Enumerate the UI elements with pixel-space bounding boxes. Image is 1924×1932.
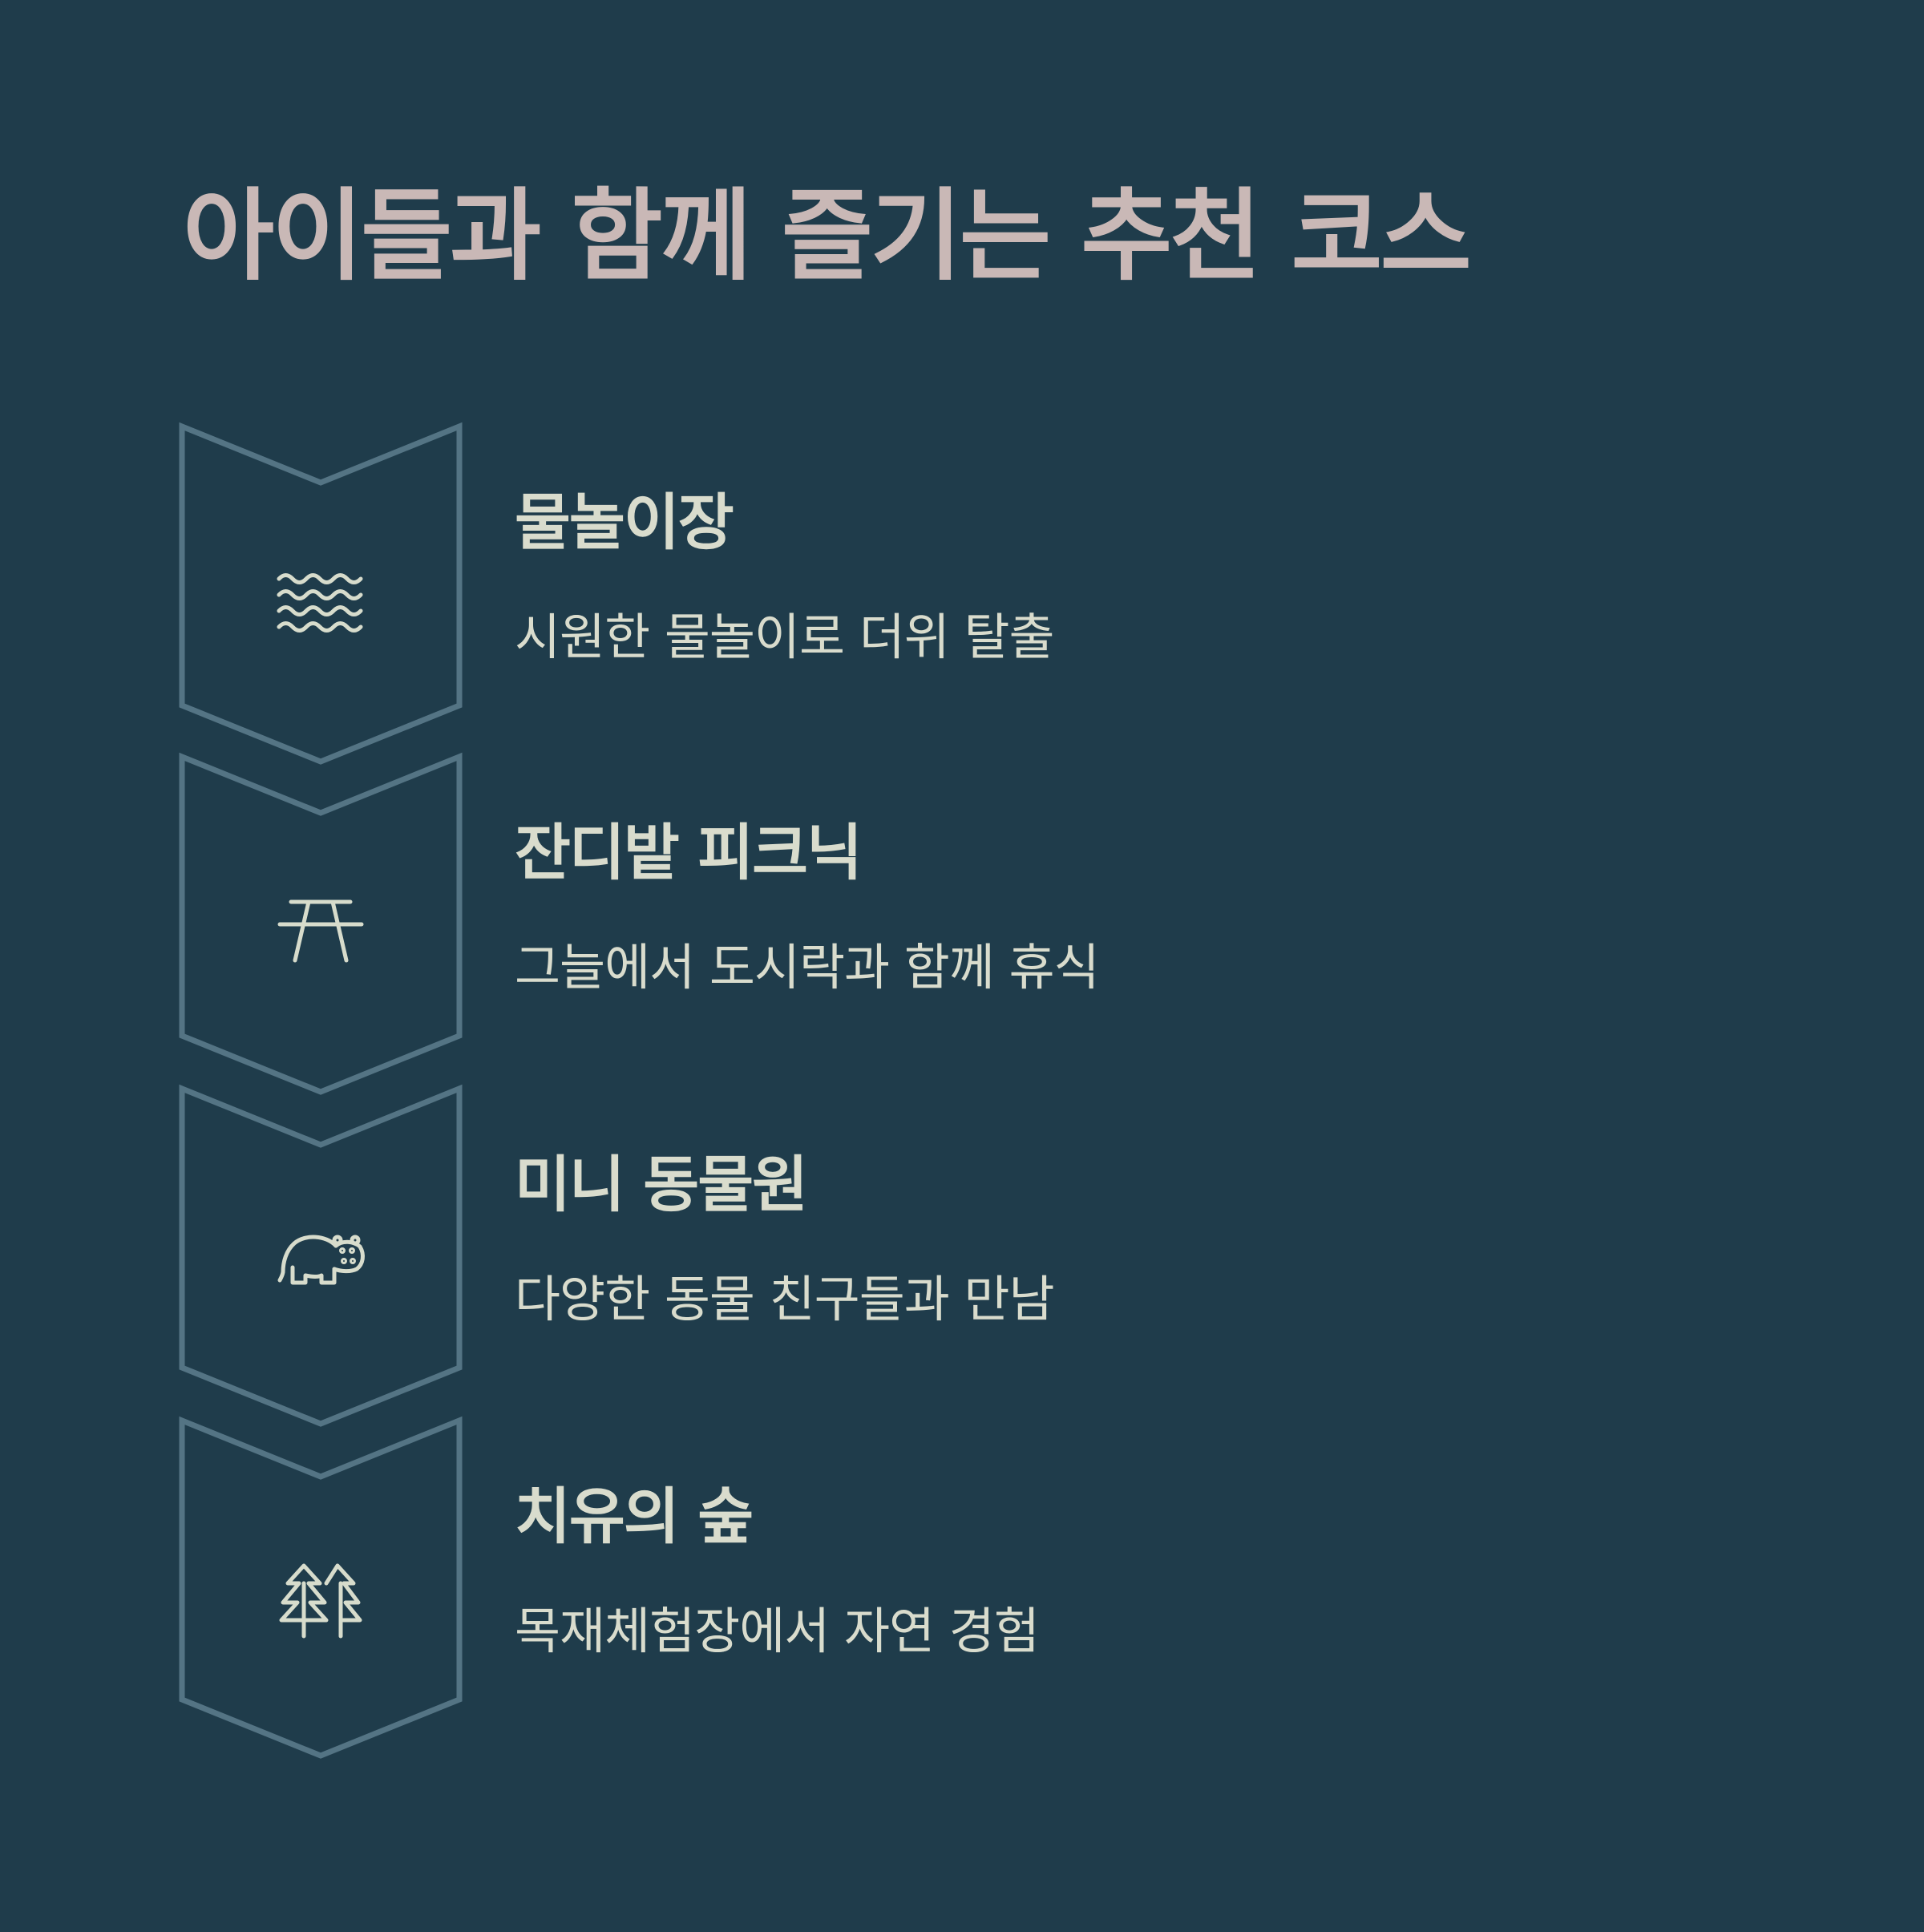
course-step-picnic: 잔디밭 피크닉 그늘에서 도시락과 함께 휴식 [179,752,1623,1095]
step-title: 물놀이장 [515,487,734,558]
step-description: 목재체험장에서 자연 경험 [515,1602,1040,1660]
waves-icon [277,573,363,633]
step-title: 잔디밭 피크닉 [515,817,863,888]
course-step-mini-zoo: 미니 동물원 다양한 동물 친구들과 만남 [179,1084,1623,1427]
step-description: 그늘에서 도시락과 함께 휴식 [515,938,1100,996]
picnic-table-icon [277,899,364,963]
page-title: 아이들과 함께 즐기는 추천 코스 [183,179,1472,294]
course-step-healing-forest: 치유의 숲 목재체험장에서 자연 경험 [179,1416,1623,1759]
course-step-water-park: 물놀이장 시원한 물놀이로 더위 탈출 [179,422,1623,765]
chevron-shape [179,422,463,765]
hippo-icon [277,1235,365,1285]
trees-icon [279,1563,362,1639]
chevron-shape [179,752,463,1095]
step-description: 다양한 동물 친구들과 만남 [515,1270,1055,1328]
step-title: 치유의 숲 [515,1481,754,1552]
chevron-shape [179,1416,463,1759]
step-description: 시원한 물놀이로 더위 탈출 [515,608,1055,666]
step-title: 미니 동물원 [515,1149,808,1220]
chevron-shape [179,1084,463,1427]
